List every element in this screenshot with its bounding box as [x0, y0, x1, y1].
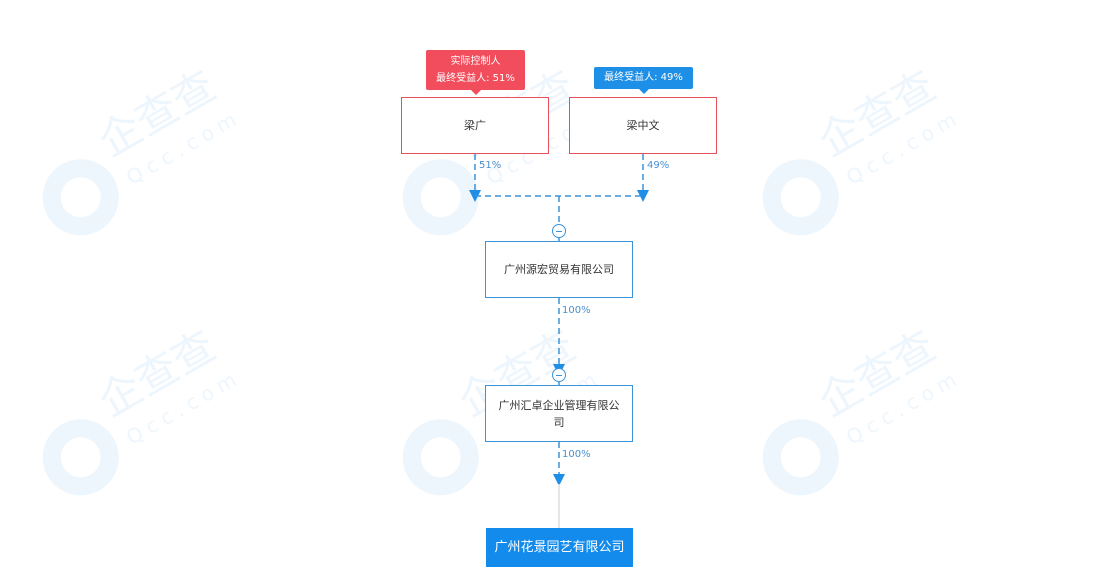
share-percent-company1: 100%	[562, 305, 591, 316]
target-company-node[interactable]: 广州花景园艺有限公司	[486, 528, 633, 567]
company-name: 广州汇卓企业管理有限公司	[498, 398, 620, 429]
controller-tag-beneficiary: 最终受益人: 51%	[436, 73, 515, 84]
company-node-huizhuo[interactable]: 广州汇卓企业管理有限公司	[485, 385, 633, 442]
target-company-name: 广州花景园艺有限公司	[494, 540, 625, 555]
watermark: 企查查 Qcc.com	[720, 300, 1000, 500]
actual-controller-tag: 实际控制人 最终受益人: 51%	[426, 50, 525, 95]
company-name: 广州源宏贸易有限公司	[504, 263, 614, 276]
watermark: 企查查 Qcc.com	[0, 300, 280, 500]
share-percent-company2: 100%	[562, 449, 591, 460]
collapse-toggle-icon[interactable]	[552, 368, 566, 382]
watermark: 企查查 Qcc.com	[0, 40, 280, 240]
beneficiary-tag: 最终受益人: 49%	[594, 67, 693, 94]
shareholder-name: 梁广	[464, 119, 486, 132]
share-percent-liangguang: 51%	[479, 160, 502, 171]
collapse-toggle-icon[interactable]	[552, 224, 566, 238]
shareholder-node-liangguang[interactable]: 梁广	[401, 97, 549, 154]
share-percent-liangzhongwen: 49%	[647, 160, 670, 171]
controller-tag-title: 实际控制人	[450, 56, 501, 67]
shareholder-node-liangzhongwen[interactable]: 梁中文	[569, 97, 717, 154]
watermark: 企查查 Qcc.com	[720, 40, 1000, 240]
beneficiary-tag-label: 最终受益人: 49%	[604, 72, 683, 83]
shareholder-name: 梁中文	[626, 119, 660, 132]
company-node-yuanhong[interactable]: 广州源宏贸易有限公司	[485, 241, 633, 298]
